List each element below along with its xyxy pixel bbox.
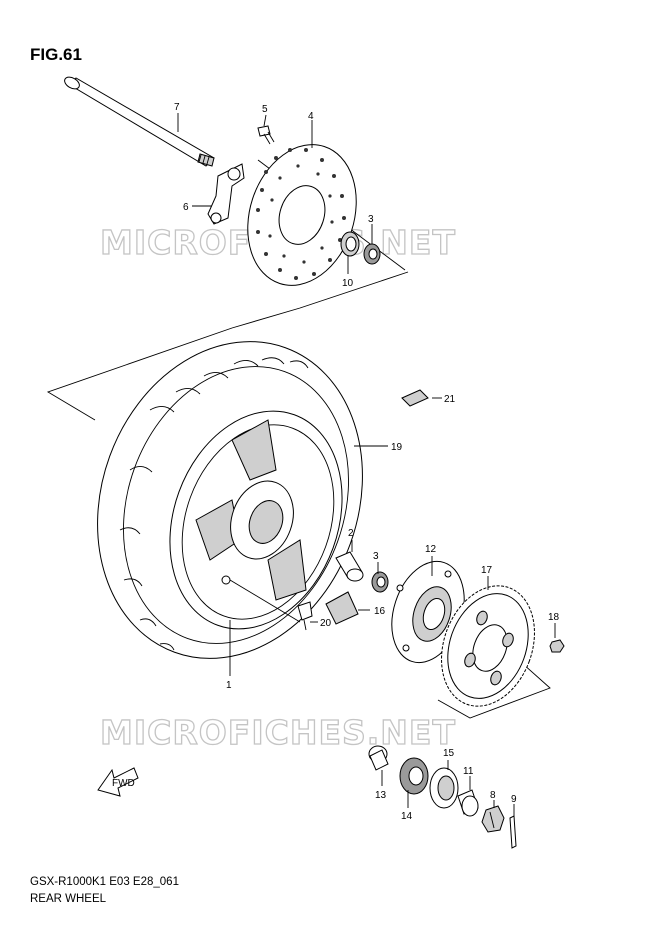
valve — [297, 601, 313, 631]
callout-4: 4 — [308, 111, 314, 122]
callout-12: 12 — [425, 544, 437, 555]
sprocket — [441, 585, 535, 707]
forward-arrow-label: FWD — [112, 778, 135, 789]
callout-11: 11 — [463, 766, 474, 777]
spacer-outer — [457, 789, 479, 817]
dust-seal-drum — [429, 767, 459, 809]
callout-13: 13 — [375, 790, 387, 801]
balancer-weight — [401, 389, 429, 407]
callout-21: 21 — [444, 394, 456, 405]
figure-title: FIG.61 — [30, 45, 82, 64]
forward-arrow-icon: FWD — [97, 767, 139, 797]
callout-7: 7 — [174, 102, 180, 113]
spacer-wheel — [335, 551, 364, 582]
bearing-upper — [363, 243, 381, 265]
caliper-bracket — [207, 163, 245, 225]
wheel — [169, 410, 343, 630]
model-code: GSX-R1000K1 E03 E28_061 — [30, 876, 179, 888]
callout-17: 17 — [481, 565, 493, 576]
callout-9: 9 — [511, 794, 517, 805]
callout-3: 3 — [368, 214, 374, 225]
callout-6: 6 — [183, 202, 189, 213]
callout-1: 1 — [226, 680, 232, 691]
bearing-drum — [399, 757, 429, 795]
dust-seal-upper — [340, 231, 360, 257]
callout-14: 14 — [401, 811, 413, 822]
callout-2: 2 — [348, 528, 354, 539]
spacer-drum — [368, 745, 389, 771]
damper — [325, 591, 359, 625]
callout-5: 5 — [262, 104, 268, 115]
callout-15: 15 — [443, 748, 455, 759]
callout-18: 18 — [548, 612, 560, 623]
callout-numbers: 1 2 3 3 4 5 6 7 8 9 10 11 12 13 14 15 16… — [174, 102, 560, 822]
axle — [64, 76, 215, 167]
cotter-pin — [509, 815, 517, 849]
leader-lines — [177, 113, 556, 816]
callout-10: 10 — [342, 278, 354, 289]
disc-bolt — [257, 125, 275, 145]
watermark-lower: MICROFICHES.NET — [100, 713, 456, 752]
callout-20: 20 — [320, 618, 332, 629]
figure-caption: REAR WHEEL — [30, 893, 107, 905]
brake-disc — [247, 144, 357, 286]
callout-16: 16 — [374, 606, 386, 617]
callout-8: 8 — [490, 790, 496, 801]
callout-3: 3 — [373, 551, 379, 562]
bearing-lower — [371, 571, 389, 593]
axle-nut — [481, 805, 505, 833]
sprocket-nut — [549, 639, 565, 653]
callout-19: 19 — [391, 442, 403, 453]
